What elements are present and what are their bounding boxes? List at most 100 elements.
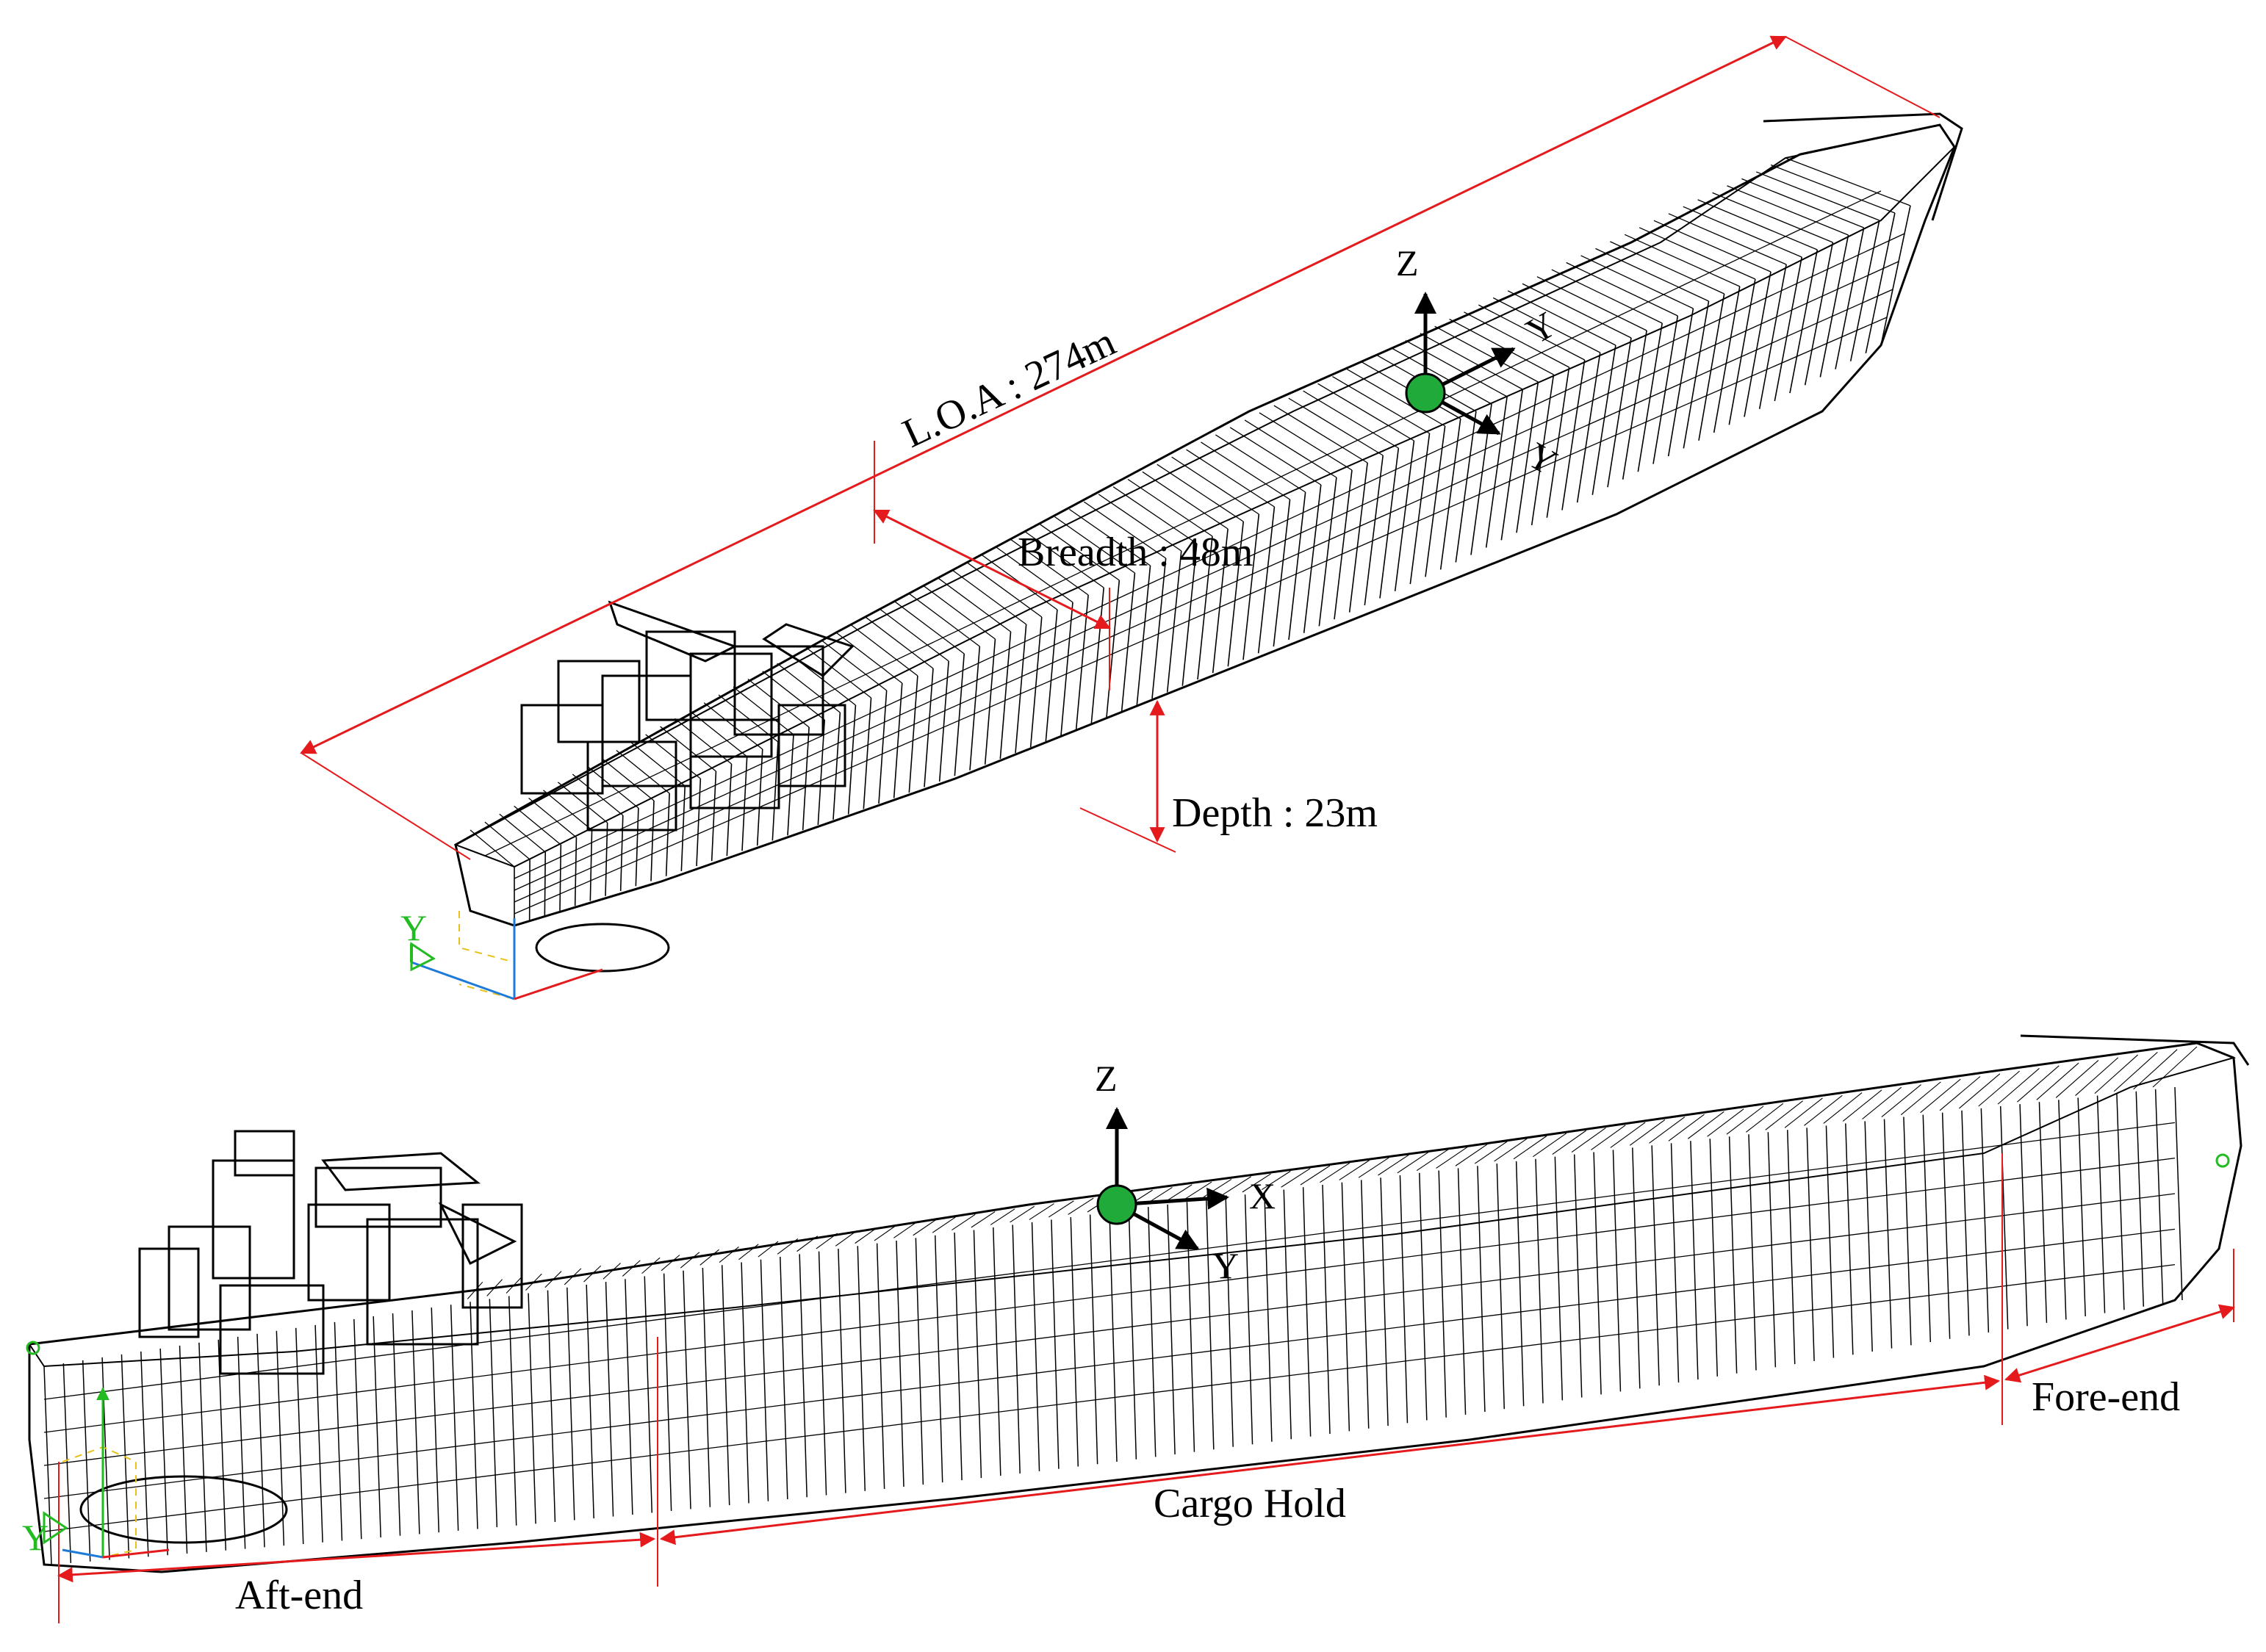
bottom-stern-bulb (81, 1476, 287, 1543)
mesh-line (393, 1313, 400, 1536)
mesh-line (738, 1244, 758, 1260)
mesh-line (1362, 1180, 1369, 1428)
mesh-line (1691, 1141, 1698, 1379)
top-dimensions: L.O.A : 274m Breadth : 48m Depth : 23m (301, 37, 1940, 859)
mesh-line (1901, 1082, 1941, 1115)
mesh-line (1611, 1122, 1645, 1147)
mesh-line (1923, 1115, 1930, 1342)
mesh-line (567, 1288, 575, 1521)
mesh-line (1420, 1173, 1427, 1421)
mesh-line (1962, 1111, 1969, 1336)
mesh-line (850, 624, 918, 676)
mesh-line (1458, 1168, 1466, 1415)
mesh-line (315, 1325, 323, 1543)
mesh-line (2175, 1087, 2182, 1300)
mesh-line (2153, 1047, 2197, 1087)
mesh-line (2134, 1050, 2178, 1089)
mesh-line (1625, 234, 1740, 286)
mesh-line (954, 1233, 962, 1480)
mesh-line (644, 1276, 652, 1512)
mesh-line (1029, 1204, 1054, 1220)
mesh-line (1683, 301, 1708, 448)
mesh-line (334, 1322, 342, 1541)
bottom-hull-outline (29, 1043, 2241, 1572)
bottom-cog-z-label: Z (1095, 1058, 1118, 1099)
mesh-line (606, 1282, 614, 1516)
mesh-line (990, 1209, 1015, 1225)
mesh-line (1608, 338, 1631, 487)
mesh-line (1334, 470, 1352, 619)
mesh-line (1630, 1119, 1665, 1145)
mesh-line (1826, 1125, 1833, 1357)
top-cog-axes: Z Y Y (1396, 242, 1564, 483)
mesh-line (1979, 1071, 2020, 1106)
depth-extension-bottom (1080, 808, 1176, 852)
mesh-line (1760, 264, 1786, 409)
mesh-line (1843, 1090, 1882, 1122)
aft-end-label: Aft-end (235, 1573, 363, 1618)
mesh-line (1610, 242, 1724, 294)
mesh-line (1710, 1139, 1717, 1377)
mesh-line (1259, 507, 1275, 653)
mesh-line (700, 1249, 719, 1265)
mesh-line (1943, 1113, 1950, 1339)
mesh-line (1172, 457, 1259, 514)
mesh-line (180, 1346, 187, 1554)
mesh-line (1904, 1117, 1911, 1346)
mesh-line (1342, 1183, 1349, 1432)
mesh-line (1435, 326, 1539, 382)
mesh-line (44, 1194, 2175, 1465)
mesh-line (1594, 1153, 1601, 1395)
mesh-line (199, 1343, 206, 1552)
mesh-line (1688, 1111, 1724, 1139)
mesh-line (1921, 1079, 1961, 1113)
mesh-line (1575, 1155, 1582, 1398)
mesh-line (865, 616, 933, 668)
mesh-line (1129, 1210, 1136, 1460)
mesh-line (1259, 413, 1352, 470)
mesh-line (485, 822, 530, 859)
mesh-line (1381, 1177, 1388, 1426)
mesh-line (2020, 1104, 2027, 1326)
mesh-line (2039, 1102, 2046, 1323)
mesh-line (44, 1122, 2175, 1399)
mesh-line (83, 1360, 90, 1562)
mesh-line (1835, 228, 1864, 369)
mesh-line (1633, 1147, 1640, 1388)
mesh-line (1746, 1103, 1783, 1132)
mesh-line (1380, 448, 1398, 598)
mesh-line (1497, 1164, 1504, 1409)
mesh-line (1157, 464, 1243, 522)
bottom-ship-view (29, 1036, 2248, 1572)
mesh-line (1851, 220, 1880, 361)
mesh-line (1265, 1192, 1272, 1442)
mesh-line (1323, 1185, 1330, 1434)
mesh-line (489, 1299, 497, 1527)
mesh-line (1807, 1128, 1814, 1361)
mesh-line (575, 837, 577, 906)
mesh-line (1567, 263, 1678, 317)
mesh-line (835, 632, 902, 683)
mesh-line (1395, 441, 1414, 591)
mesh-line (2098, 1096, 2105, 1313)
top-global-y-label: Y (400, 907, 427, 948)
mesh-line (1790, 250, 1817, 393)
mesh-line (1304, 485, 1321, 633)
mesh-line (1071, 1217, 1078, 1467)
mesh-line (1128, 480, 1212, 537)
mesh-line (354, 1319, 362, 1539)
loa-label: L.O.A : 274m (896, 319, 1122, 457)
mesh-line (1885, 1119, 1892, 1349)
mesh-line (560, 845, 561, 911)
mesh-line (1820, 235, 1848, 377)
mesh-line (1318, 383, 1414, 441)
mesh-line (1730, 1136, 1737, 1373)
mesh-line (681, 786, 685, 871)
mesh-line (1863, 1087, 1902, 1119)
mesh-line (1012, 1224, 1020, 1473)
bottom-global-y-label: Y (22, 1517, 48, 1558)
mesh-line (1289, 492, 1306, 640)
depth-label: Depth : 23m (1172, 790, 1378, 836)
mesh-line (141, 1352, 148, 1557)
